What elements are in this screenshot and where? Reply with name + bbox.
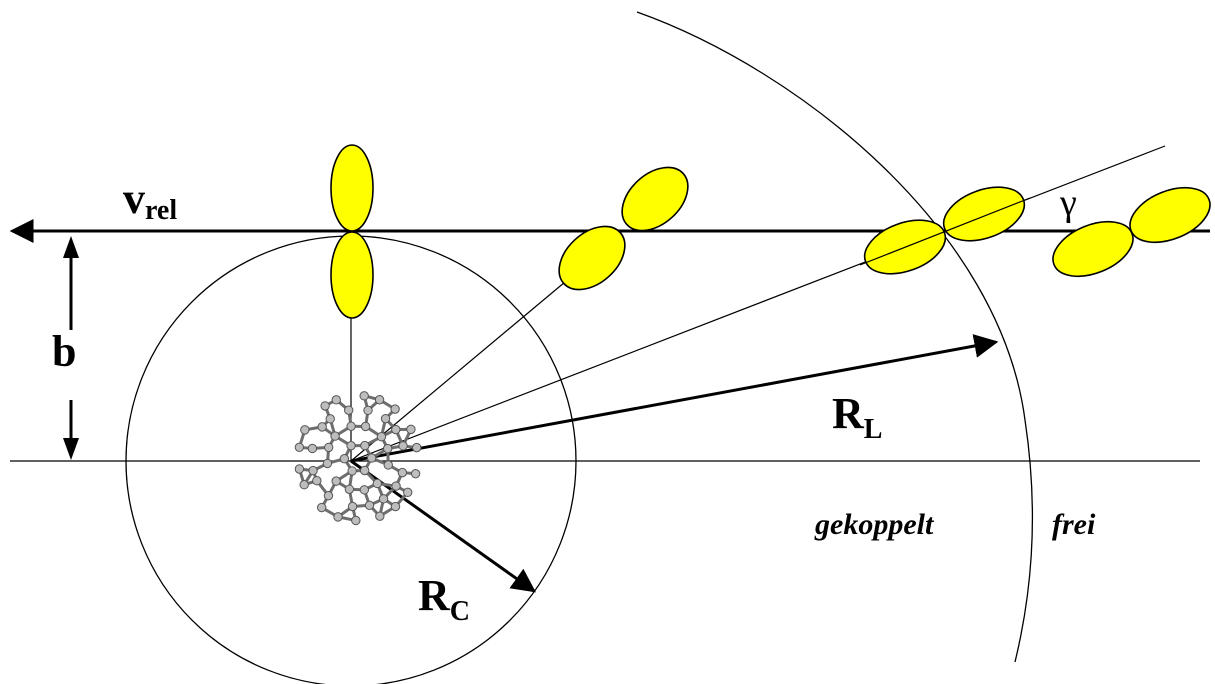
coupled-region-label: gekoppelt xyxy=(814,508,935,541)
molecule-atom xyxy=(390,501,401,512)
molecule-atom xyxy=(374,395,385,405)
free-region-label: frei xyxy=(1052,508,1096,541)
molecule-atom xyxy=(380,413,391,424)
molecule-atom xyxy=(397,467,408,478)
molecule-atom xyxy=(372,478,382,489)
molecule-atom xyxy=(376,432,387,442)
molecule-atom xyxy=(391,481,401,491)
molecule-atom xyxy=(351,515,361,526)
molecule-atom xyxy=(344,484,355,494)
molecule-atom xyxy=(323,491,334,501)
molecule-atom xyxy=(331,395,341,405)
impact-parameter-arrow xyxy=(63,236,79,460)
molecule-atom xyxy=(330,431,340,441)
molecule-atom xyxy=(339,454,350,464)
fullerene-c60-icon xyxy=(294,391,422,526)
gamma-label: γ xyxy=(1059,182,1077,224)
molecule-atom xyxy=(390,404,400,414)
velocity-label: vrel xyxy=(123,174,177,226)
molecule-atom xyxy=(391,424,401,435)
molecule-atom xyxy=(307,443,318,454)
molecule-atom xyxy=(382,443,393,454)
rl-label: RL xyxy=(832,389,882,445)
molecule-atom xyxy=(398,441,408,451)
molecule-atom xyxy=(410,468,421,479)
radial-line-mid xyxy=(350,281,566,462)
molecule-atom xyxy=(333,512,343,522)
molecule-atom xyxy=(375,511,385,521)
molecule-atom xyxy=(346,421,356,431)
molecule-atom xyxy=(308,465,318,476)
molecule-atom xyxy=(411,442,422,453)
radial-line-far-overlay xyxy=(859,197,1031,266)
molecule-atom xyxy=(359,485,370,495)
molecule-atom xyxy=(403,487,413,498)
molecule-atom xyxy=(406,424,416,435)
molecule-atom xyxy=(360,421,371,432)
radial-line-far xyxy=(350,145,1166,462)
molecule-atom xyxy=(343,405,354,415)
molecule-atom xyxy=(300,425,310,435)
molecule-atom xyxy=(364,500,375,511)
rc-label: RC xyxy=(418,571,470,627)
molecule-atom xyxy=(294,442,305,453)
molecule-atom xyxy=(312,476,322,486)
molecule-atom xyxy=(323,442,334,453)
molecule-atom xyxy=(325,414,335,424)
molecule-atom xyxy=(346,440,356,451)
molecule-atom xyxy=(366,453,377,463)
molecule-atom xyxy=(316,502,327,513)
molecule-atom xyxy=(347,466,357,476)
molecule-atom xyxy=(299,480,309,490)
molecule-orientation-1 xyxy=(330,144,374,319)
molecule-atom xyxy=(347,501,358,512)
molecule-atom xyxy=(359,391,369,401)
molecule-atom xyxy=(317,422,327,432)
molecule-atom xyxy=(378,494,389,504)
molecule-atom xyxy=(363,405,373,416)
molecule-atom xyxy=(360,440,370,451)
molecule-atom xyxy=(383,460,393,470)
langevin-radius-arc xyxy=(636,11,1034,663)
molecule-atom xyxy=(294,464,305,474)
molecule-atom xyxy=(331,476,341,486)
impact-parameter-label: b xyxy=(52,327,76,376)
molecule-atom xyxy=(359,465,370,476)
molecule-orientation-2 xyxy=(558,166,689,291)
molecule-atom xyxy=(322,458,333,469)
molecule-atom xyxy=(320,401,330,411)
molecule-orientation-4 xyxy=(1052,186,1211,278)
rl-arrow xyxy=(350,334,999,463)
